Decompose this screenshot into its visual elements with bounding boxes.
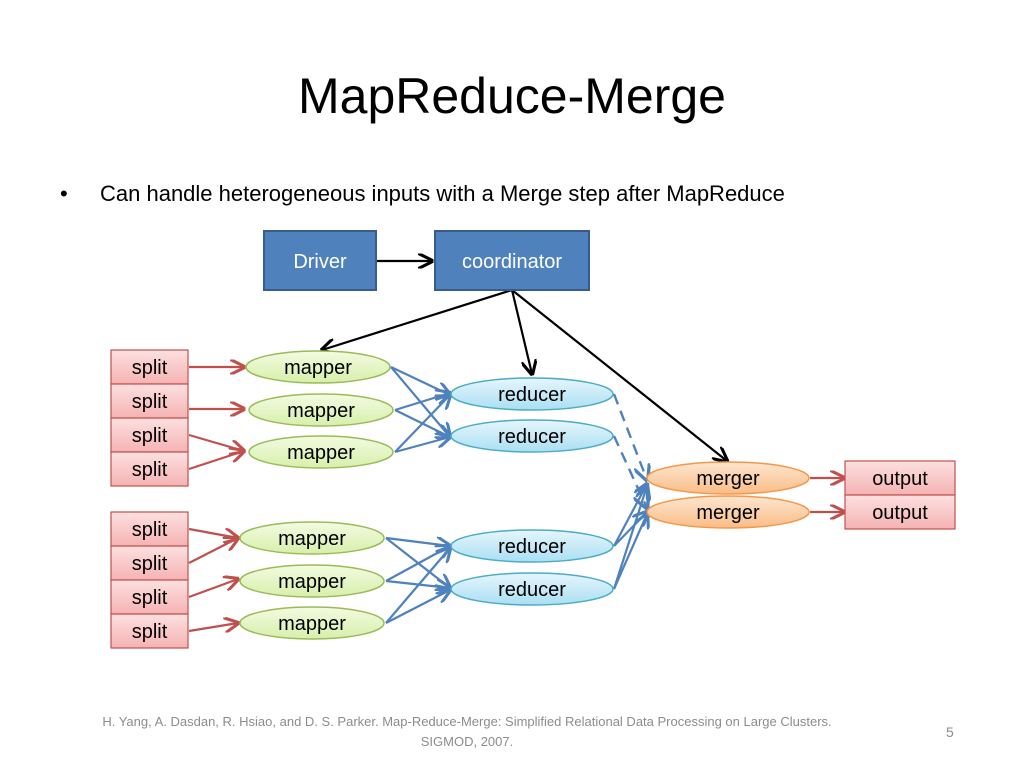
- split-label: split: [132, 459, 168, 481]
- reducer-to-merger-arrow: [612, 486, 647, 590]
- split-to-mapper-arrow: [188, 433, 244, 451]
- coordinator-label: coordinator: [462, 251, 562, 273]
- reducer-label: reducer: [498, 426, 566, 448]
- split-node: split: [110, 417, 189, 453]
- citation: H. Yang, A. Dasdan, R. Hsiao, and D. S. …: [24, 712, 910, 752]
- merger-node: merger: [646, 461, 810, 495]
- mapper-to-reducer-arrow: [385, 546, 450, 582]
- mapper-label: mapper: [287, 442, 355, 464]
- mapper-label: mapper: [278, 613, 346, 635]
- reducer-to-merger-dashed-arrow: [612, 393, 647, 480]
- driver-node: Driver: [263, 230, 377, 291]
- mapper-to-reducer-arrow: [385, 548, 450, 624]
- split-node: split: [110, 511, 189, 547]
- merger-label: merger: [696, 502, 760, 524]
- merger-label: merger: [696, 468, 760, 490]
- mapper-label: mapper: [287, 400, 355, 422]
- split-to-mapper-arrow: [188, 451, 244, 471]
- coordinator-node: coordinator: [434, 230, 590, 291]
- mapper-node: mapper: [248, 393, 394, 427]
- split-label: split: [132, 587, 168, 609]
- mapper-to-reducer-arrow: [394, 395, 450, 453]
- mapper-to-reducer-arrow: [385, 590, 450, 624]
- mapper-to-reducer-arrow: [394, 393, 450, 412]
- reducer-node: reducer: [450, 419, 614, 453]
- mapper-node: mapper: [239, 521, 385, 555]
- bullet-text: Can handle heterogeneous inputs with a M…: [100, 181, 785, 206]
- reducer-node: reducer: [450, 377, 614, 411]
- coordinator-to-reducer-arrow: [510, 289, 532, 374]
- reducer-to-merger-dashed-arrow: [612, 435, 647, 508]
- split-label: split: [132, 391, 168, 413]
- reducer-label: reducer: [498, 579, 566, 601]
- split-node: split: [110, 579, 189, 615]
- edges: [188, 261, 844, 631]
- page-number: 5: [946, 724, 954, 740]
- reducer-label: reducer: [498, 384, 566, 406]
- mapper-to-reducer-arrow: [394, 437, 450, 454]
- reducer-node: reducer: [450, 572, 614, 606]
- reducer-label: reducer: [498, 536, 566, 558]
- bullet-dot: •: [60, 181, 68, 206]
- mapper-label: mapper: [278, 528, 346, 550]
- mapper-to-reducer-arrow: [390, 366, 450, 395]
- reducer-node: reducer: [450, 529, 614, 563]
- mapper-label: mapper: [278, 571, 346, 593]
- split-to-mapper-arrow: [188, 579, 238, 599]
- split-node: split: [110, 613, 189, 649]
- split-to-mapper-arrow: [188, 538, 238, 564]
- split-node: split: [110, 349, 189, 385]
- split-node: split: [110, 545, 189, 581]
- driver-label: Driver: [293, 251, 347, 273]
- output-node: output: [844, 494, 956, 530]
- output-node: output: [844, 460, 956, 496]
- output-label: output: [872, 468, 928, 490]
- mapper-label: mapper: [284, 357, 352, 379]
- split-node: split: [110, 451, 189, 487]
- coordinator-to-merger-arrow: [511, 289, 727, 461]
- mapper-node: mapper: [239, 606, 385, 640]
- split-label: split: [132, 553, 168, 575]
- split-label: split: [132, 519, 168, 541]
- split-node: split: [110, 383, 189, 419]
- split-label: split: [132, 621, 168, 643]
- mapper-node: mapper: [248, 435, 394, 469]
- mapper-node: mapper: [239, 564, 385, 598]
- mapper-node: mapper: [245, 350, 391, 384]
- slide-title: MapReduce-Merge: [298, 68, 726, 124]
- split-to-mapper-arrow: [188, 527, 238, 538]
- citation-line: H. Yang, A. Dasdan, R. Hsiao, and D. S. …: [102, 714, 832, 729]
- split-to-mapper-arrow: [188, 623, 238, 631]
- split-label: split: [132, 357, 168, 379]
- split-label: split: [132, 425, 168, 447]
- citation-line: SIGMOD, 2007.: [420, 734, 514, 749]
- reducer-to-merger-arrow: [612, 514, 647, 590]
- output-label: output: [872, 502, 928, 524]
- merger-node: merger: [646, 495, 810, 529]
- coordinator-to-mapper-arrow: [322, 288, 513, 350]
